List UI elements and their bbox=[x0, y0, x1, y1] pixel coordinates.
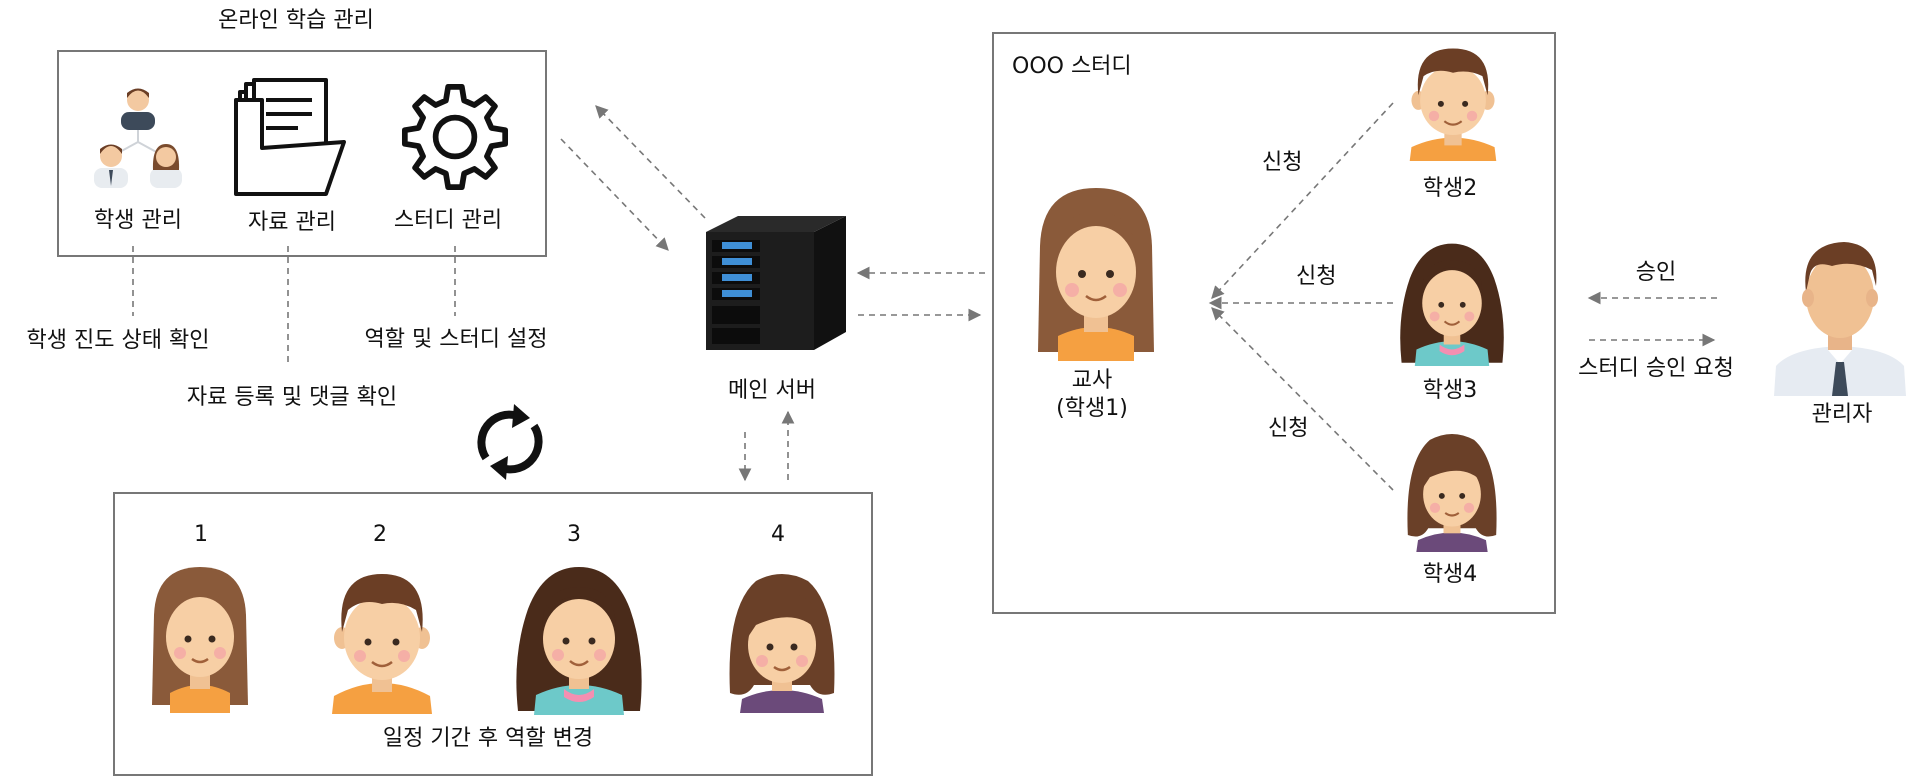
student4-label: 학생4 bbox=[1422, 562, 1478, 587]
study-group-box bbox=[992, 32, 1556, 614]
teacher-label: 교사 bbox=[1071, 368, 1113, 393]
rotation-number-4: 4 bbox=[771, 522, 785, 547]
role-study-detail: 역할 및 스터디 설정 bbox=[364, 327, 548, 352]
main-server-label: 메인 서버 bbox=[728, 378, 816, 403]
apply-label-student4: 신청 bbox=[1268, 416, 1309, 441]
apply-label-student2: 신청 bbox=[1262, 150, 1303, 175]
teacher-sublabel: (학생1) bbox=[1056, 396, 1128, 421]
girl-avatar-purple bbox=[726, 567, 838, 713]
apply-label-student3: 신청 bbox=[1296, 264, 1337, 289]
material-comment-detail: 자료 등록 및 댓글 확인 bbox=[186, 385, 398, 410]
gear-icon bbox=[398, 80, 512, 194]
student-progress-detail: 학생 진도 상태 확인 bbox=[26, 328, 210, 353]
online-title: 온라인 학습 관리 bbox=[218, 8, 374, 33]
girl-avatar-orange bbox=[148, 565, 252, 713]
role-rotation-caption: 일정 기간 후 역할 변경 bbox=[382, 726, 594, 751]
student2-label: 학생2 bbox=[1422, 176, 1478, 201]
student2-avatar bbox=[1408, 45, 1498, 161]
approval-request-label: 스터디 승인 요청 bbox=[1578, 356, 1734, 381]
student3-avatar bbox=[1398, 242, 1506, 366]
apply-line-student4 bbox=[1211, 307, 1394, 491]
approve-label: 승인 bbox=[1635, 260, 1677, 285]
study-management-label: 스터디 관리 bbox=[393, 208, 503, 233]
study-group-title: OOO 스터디 bbox=[1012, 54, 1132, 79]
online-management-box bbox=[57, 50, 547, 257]
cycle-arrows-icon bbox=[468, 400, 552, 484]
student4-avatar bbox=[1404, 428, 1500, 552]
administrator-label: 관리자 bbox=[1811, 402, 1873, 427]
apply-line-student2 bbox=[1211, 102, 1394, 299]
student3-label: 학생3 bbox=[1422, 378, 1478, 403]
administrator-avatar bbox=[1772, 238, 1908, 396]
student-management-label: 학생 관리 bbox=[94, 208, 182, 233]
server-icon bbox=[698, 212, 848, 354]
folder-documents-icon bbox=[232, 78, 352, 202]
girl-avatar-teal bbox=[514, 565, 644, 715]
people-hierarchy-icon bbox=[88, 80, 188, 190]
boy-avatar-orange bbox=[330, 570, 434, 714]
rotation-number-2: 2 bbox=[373, 522, 387, 547]
arrow-server-to-online bbox=[595, 105, 706, 219]
teacher-avatar bbox=[1034, 186, 1158, 361]
material-management-label: 자료 관리 bbox=[248, 210, 336, 235]
arrow-online-to-server bbox=[560, 138, 669, 251]
rotation-number-1: 1 bbox=[194, 522, 208, 547]
rotation-number-3: 3 bbox=[567, 522, 581, 547]
